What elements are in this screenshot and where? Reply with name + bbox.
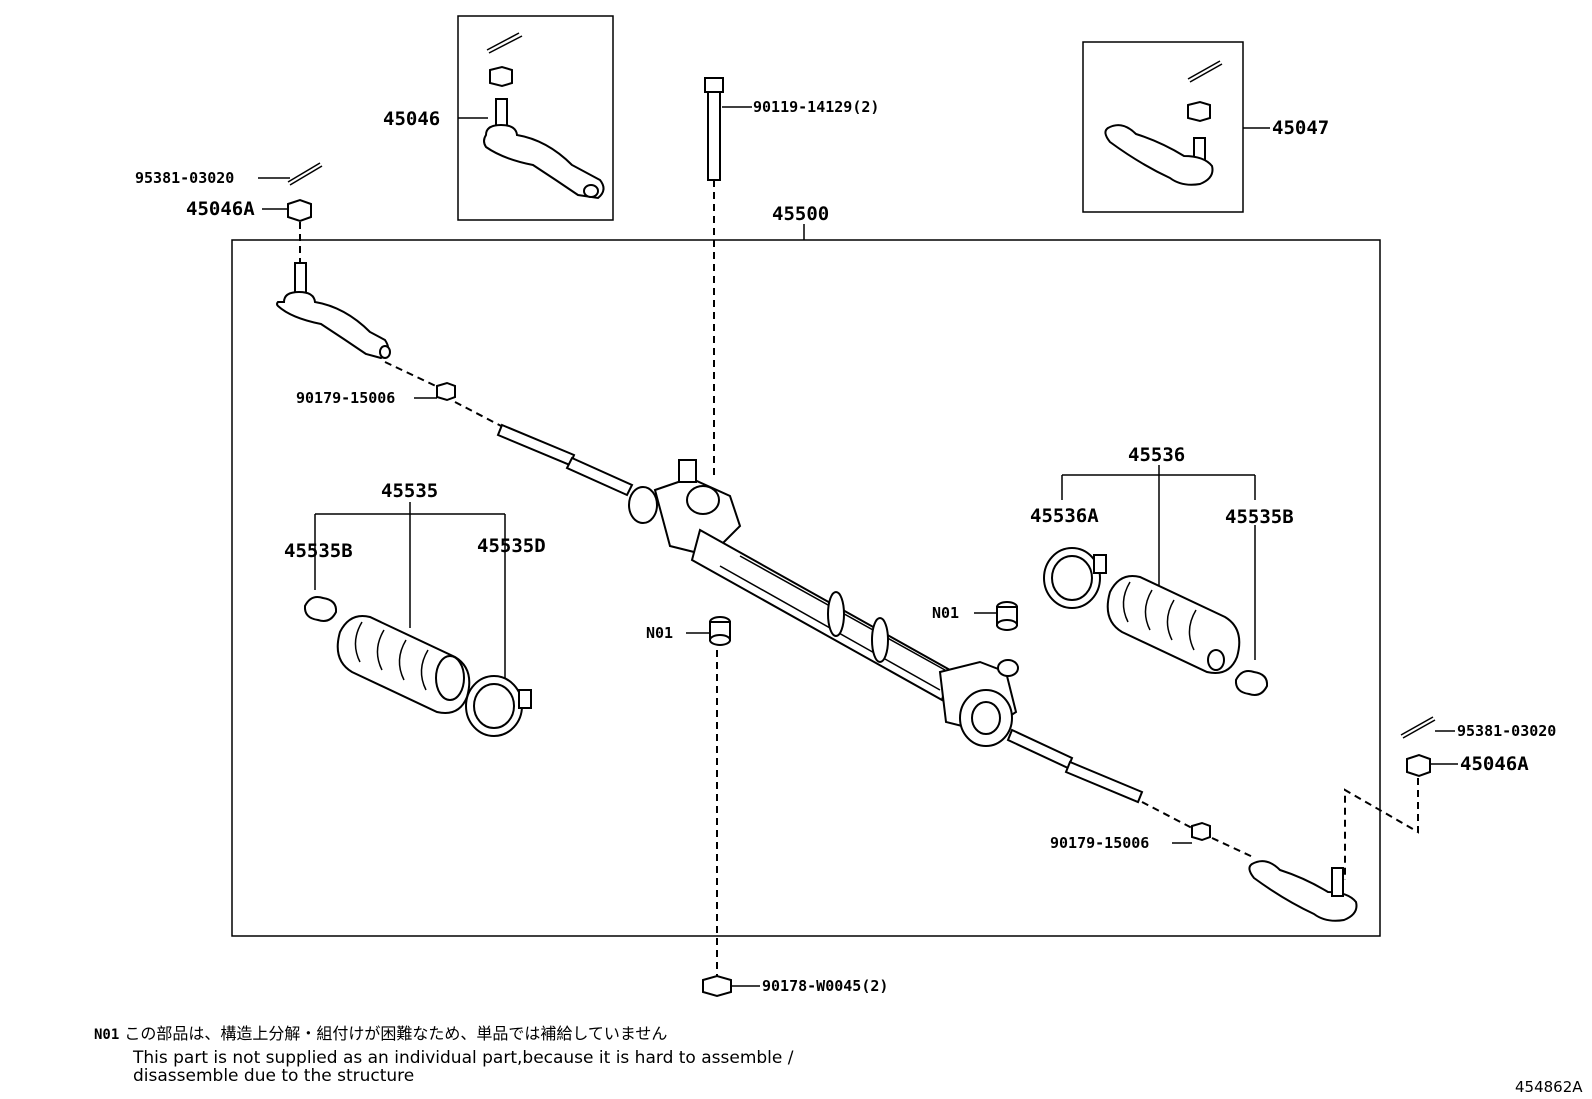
left-tie-rod-end [276,262,391,360]
label-95381-right: 95381-03020 [1457,722,1556,740]
bushing-n01-center [709,616,731,646]
label-90179-right: 90179-15006 [1050,834,1149,852]
right-castle-nut [1406,753,1431,778]
tie-rod-end-45047 [1104,60,1223,186]
right-boot-bracket [1061,465,1256,660]
label-45046A-left: 45046A [186,198,255,220]
right-large-clamp [1043,547,1107,609]
label-45536A: 45536A [1030,505,1099,527]
label-90178: 90178-W0045(2) [762,977,888,995]
right-steering-boot [1106,575,1241,674]
left-castle-nut [287,198,312,223]
right-lock-nut [1191,821,1211,842]
label-45536: 45536 [1128,444,1185,466]
label-90119: 90119-14129(2) [753,98,879,116]
label-45047: 45047 [1272,117,1329,139]
label-n01-right: N01 [932,604,959,622]
right-small-clamp [1234,670,1269,696]
label-45535B-left: 45535B [284,540,353,562]
tie-rod-end-45046 [483,32,605,200]
steering-rack-assembly [496,423,1144,804]
left-small-clamp [303,596,338,622]
left-steering-boot [336,615,471,714]
label-n01-center: N01 [646,624,673,642]
left-large-clamp [465,675,532,737]
label-90179-left: 90179-15006 [296,389,395,407]
frame-45500 [231,239,1381,937]
label-45535D: 45535D [477,535,546,557]
left-boot-bracket [314,502,506,678]
label-45046A-right: 45046A [1460,753,1529,775]
frame-45047 [1082,41,1244,213]
label-95381-left: 95381-03020 [135,169,234,187]
footnote-english-1: This part is not supplied as an individu… [133,1048,794,1068]
left-cotter-pin [287,162,323,186]
footnote-japanese: この部品は、構造上分解・組付けが困難なため、単品では補給していません [124,1024,668,1043]
right-cotter-pin [1400,716,1436,739]
label-45046: 45046 [383,108,440,130]
diagram-id: 454862A [1515,1078,1583,1096]
bottom-flange-nut [702,974,732,998]
label-45500: 45500 [772,203,829,225]
label-45535: 45535 [381,480,438,502]
bushing-n01-right [996,601,1018,631]
label-45535B-right: 45535B [1225,506,1294,528]
right-tie-rod-end [1248,860,1358,922]
footnote-english-2: disassemble due to the structure [133,1066,415,1086]
bolt-90119 [704,77,724,480]
left-lock-nut [436,381,456,402]
footnote-code: N01 [94,1027,120,1043]
footnote: N01 この部品は、構造上分解・組付けが困難なため、単品では補給していません [94,1020,1094,1044]
